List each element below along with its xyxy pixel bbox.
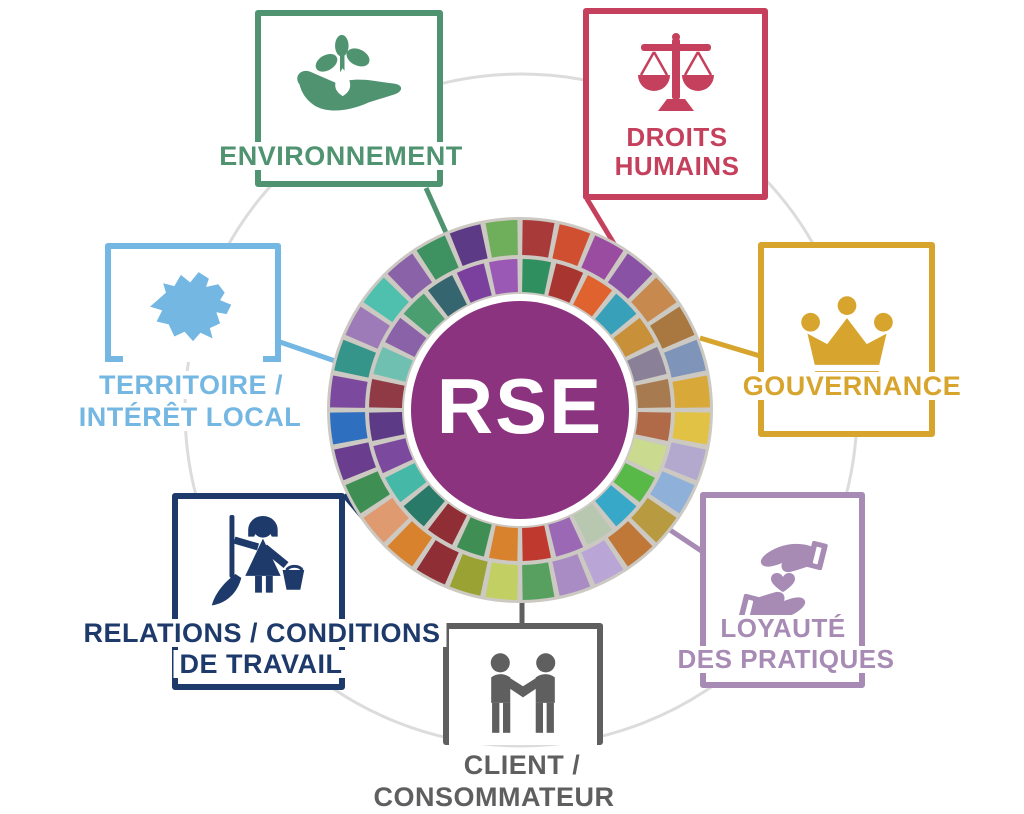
mosaic-tile [385, 463, 427, 503]
map-region-icon [150, 272, 232, 342]
label-territoire-line1: TERRITOIRE / [92, 371, 290, 399]
mosaic-tile [631, 497, 677, 543]
mosaic-tile [522, 562, 555, 600]
mosaic-tile [613, 317, 655, 357]
mosaic-tile [672, 375, 710, 408]
mosaic-tile [330, 375, 368, 408]
label-loyaute-line2: DES PRATIQUES [671, 645, 901, 674]
mosaic-tile [522, 259, 552, 295]
mosaic-tile [548, 263, 584, 303]
node-client [443, 623, 603, 745]
mosaic-tile [485, 562, 518, 600]
label-environnement: ENVIRONNEMENT [213, 142, 469, 170]
label-droits-line2: HUMAINS [608, 152, 746, 181]
mosaic-tile [522, 220, 555, 258]
cleaning-person-icon [211, 514, 304, 606]
mosaic-inner-ring [369, 259, 671, 561]
mosaic-tile [664, 442, 706, 481]
mosaic-tile [573, 275, 613, 317]
mosaic-tile [485, 220, 518, 258]
connector-droits-humains [584, 197, 619, 249]
mosaic-tile [449, 554, 488, 596]
node-gouvernance [758, 242, 935, 437]
mosaic-tile [403, 485, 445, 527]
mosaic-tile [488, 259, 518, 295]
mosaic-tile [345, 306, 390, 349]
rse-label: RSE [436, 361, 604, 450]
mosaic-tile [456, 263, 492, 303]
mosaic-tile [650, 471, 695, 514]
mosaic-tile [573, 503, 613, 545]
mosaic-tile [488, 525, 518, 561]
mosaic-tile [416, 540, 459, 585]
mosaic-tile [416, 235, 459, 280]
mosaic-tile [595, 293, 637, 335]
mosaic-tile [385, 317, 427, 357]
center-circle [411, 301, 629, 519]
mosaic-tile [581, 235, 624, 280]
mosaic-tile [613, 463, 655, 503]
mosaic-tile [607, 521, 653, 567]
label-relations-line1: RELATIONS / CONDITIONS [77, 619, 447, 647]
mosaic-tile [522, 525, 552, 561]
mosaic-tile [387, 521, 433, 567]
label-client-line2: CONSOMMATEUR [367, 783, 621, 811]
mosaic-tile [369, 378, 405, 408]
mosaic-tile [672, 412, 710, 445]
frame-foot-left [105, 356, 123, 362]
justice-scales-icon [637, 33, 714, 111]
frame-foot-right [263, 356, 281, 362]
mosaic-tile [595, 485, 637, 527]
mosaic-tile [635, 412, 671, 442]
mosaic-tile [581, 540, 624, 585]
mosaic-tile [373, 438, 413, 474]
mosaic-tile [427, 503, 467, 545]
label-loyaute-line1: LOYAUTÉ [714, 614, 852, 643]
mosaic-tile [631, 277, 677, 323]
mosaic-tile [664, 339, 706, 378]
label-gouvernance: GOUVERNANCE [736, 372, 968, 400]
mosaic-tile [330, 412, 368, 445]
label-droits-line1: DROITS [620, 123, 734, 152]
mosaic-tile [403, 293, 445, 335]
mosaic-tile [552, 224, 591, 266]
hand-plant-icon [297, 34, 402, 111]
label-territoire-line2: INTÉRÊT LOCAL [72, 403, 308, 431]
label-relations-line2: DE TRAVAIL [173, 650, 349, 678]
mosaic-tile [456, 517, 492, 557]
mosaic-tile [449, 224, 488, 266]
mosaic-tile [345, 471, 390, 514]
mosaic-grout-ring [327, 217, 713, 603]
mosaic-tile [607, 253, 653, 299]
mosaic-tile [427, 275, 467, 317]
handshake-icon [490, 653, 556, 733]
connector-gouvernance [699, 335, 761, 359]
mosaic-tile [363, 497, 409, 543]
mosaic-tile [369, 412, 405, 442]
label-client-line1: CLIENT / [457, 751, 587, 779]
mosaic-tile [627, 346, 667, 382]
mosaic-tile [373, 346, 413, 382]
node-territoire [105, 243, 281, 362]
mosaic-tile [334, 442, 376, 481]
mosaic-tile [650, 306, 695, 349]
mosaic-tile [552, 554, 591, 596]
mosaic-tile [363, 277, 409, 323]
mosaic-outer-ring [330, 220, 710, 600]
mosaic-tile [334, 339, 376, 378]
connector-territoire [279, 339, 339, 365]
mosaic-tile [548, 517, 584, 557]
mosaic-tile [387, 253, 433, 299]
mosaic-tile [635, 378, 671, 408]
mosaic-tile [627, 438, 667, 474]
